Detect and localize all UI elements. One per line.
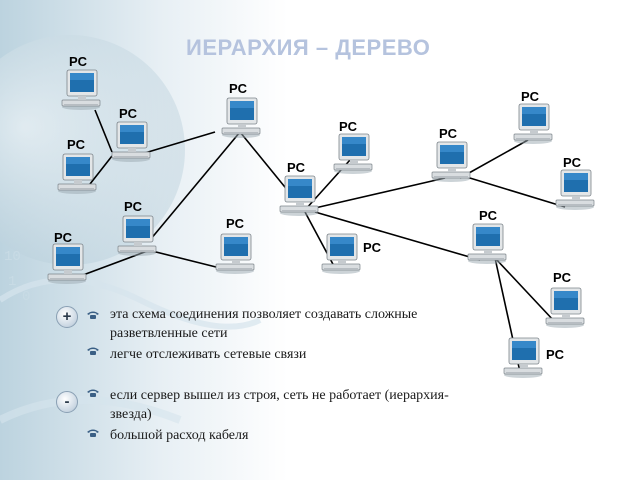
plus-item-1-line2: разветвленные сети <box>110 326 228 341</box>
pc-label: PC <box>546 347 565 362</box>
telephone-icon <box>87 311 99 319</box>
pc-icon <box>513 103 553 145</box>
pc-label: PC <box>54 230 73 245</box>
minus-item-2-line1: большой расход кабеля <box>110 428 249 443</box>
plus-item-1: эта схема соединения позволяет создавать… <box>110 305 417 343</box>
pc-icon <box>57 153 97 195</box>
telephone-icon <box>87 429 99 437</box>
pc-label: PC <box>69 54 88 69</box>
pc-icon <box>111 121 151 163</box>
pc-label: PC <box>563 155 582 170</box>
pc-label: PC <box>287 160 306 175</box>
pc-label: PC <box>439 126 458 141</box>
pc-label: PC <box>339 119 358 134</box>
pc-icon <box>61 69 101 111</box>
svg-text:0: 0 <box>22 289 30 305</box>
slide-title: ИЕРАРХИЯ – ДЕРЕВО <box>186 35 431 60</box>
pc-label: PC <box>124 199 143 214</box>
telephone-icon <box>87 389 99 397</box>
plus-sign: + <box>56 306 78 328</box>
pc-label: PC <box>119 106 138 121</box>
minus-item-1-line1: если сервер вышел из строя, сеть не рабо… <box>110 388 449 403</box>
telephone-icon <box>87 347 99 355</box>
pc-label: PC <box>226 216 245 231</box>
pc-icon <box>467 223 507 265</box>
minus-item-1-line2: звезда) <box>110 407 152 422</box>
pc-label: PC <box>553 270 572 285</box>
pc-icon <box>503 337 543 379</box>
svg-text:10: 10 <box>4 249 21 265</box>
plus-item-2-line1: легче отслеживать сетевые связи <box>110 347 307 362</box>
pc-label: PC <box>67 137 86 152</box>
pc-icon <box>117 215 157 257</box>
pc-label: PC <box>229 81 248 96</box>
plus-item-2: легче отслеживать сетевые связи <box>110 345 306 364</box>
minus-sign: - <box>56 391 78 413</box>
pc-icon <box>279 175 319 217</box>
minus-item-2: большой расход кабеля <box>110 426 248 445</box>
svg-text:1: 1 <box>8 274 16 290</box>
pc-icon <box>545 287 585 329</box>
pc-icon <box>215 233 255 275</box>
pc-label: PC <box>521 89 540 104</box>
pc-icon <box>333 133 373 175</box>
minus-item-1: если сервер вышел из строя, сеть не рабо… <box>110 386 449 424</box>
pc-icon <box>221 97 261 139</box>
plus-item-1-line1: эта схема соединения позволяет создавать… <box>110 307 418 322</box>
pc-icon <box>431 141 471 183</box>
pc-icon <box>321 233 361 275</box>
pc-icon <box>555 169 595 211</box>
pc-icon <box>47 243 87 285</box>
pc-label: PC <box>479 208 498 223</box>
cable-lines <box>74 109 566 373</box>
pc-label: PC <box>363 240 382 255</box>
